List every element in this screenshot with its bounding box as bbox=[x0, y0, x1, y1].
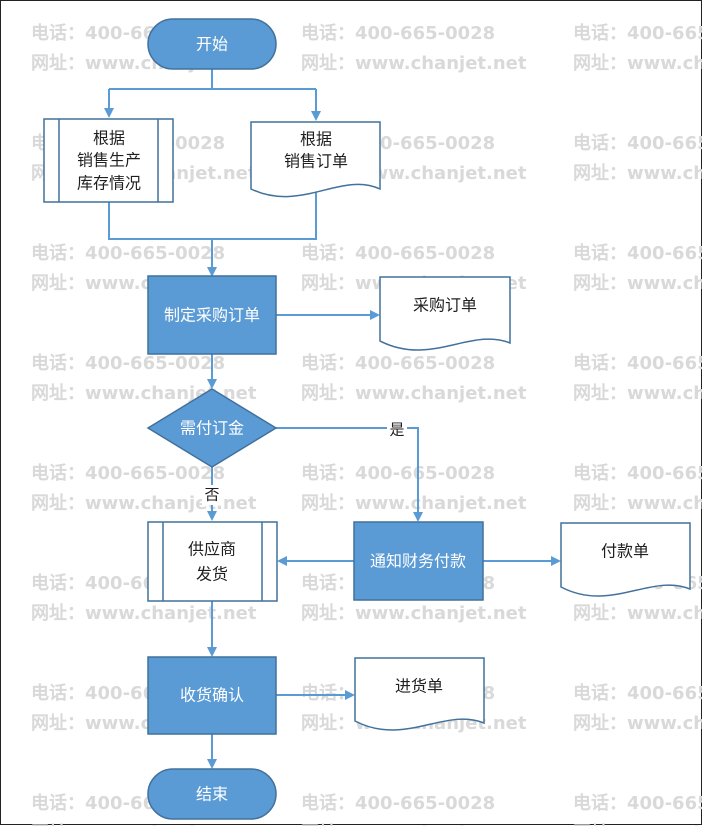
receipt-doc-label: 进货单 bbox=[395, 677, 443, 696]
watermark-url: 网址：www.chanjet.net bbox=[573, 273, 702, 294]
watermark-phone: 电话：400-665-0028 bbox=[573, 352, 702, 374]
watermark-url: 网址：www.chanjet.net bbox=[31, 493, 257, 514]
payment-doc-node[interactable]: 付款单 bbox=[560, 522, 691, 597]
watermark-phone: 电话：400-665-0028 bbox=[573, 682, 702, 704]
source-production-node[interactable]: 根据 销售生产 库存情况 bbox=[43, 118, 174, 203]
watermark-phone: 电话：400-665-0028 bbox=[31, 462, 225, 484]
watermark-phone: 电话：400-665-0028 bbox=[301, 22, 495, 44]
end-node[interactable]: 结束 bbox=[147, 768, 277, 820]
make-po-node[interactable]: 制定采购订单 bbox=[147, 275, 277, 355]
watermark-phone: 电话：400-665-0028 bbox=[573, 462, 702, 484]
watermark-url: 网址：www.chanjet.net bbox=[573, 383, 702, 404]
edge-label-yes: 是 bbox=[389, 421, 404, 439]
need-deposit-decision[interactable]: 需付订金 bbox=[146, 388, 278, 468]
need-deposit-label: 需付订金 bbox=[180, 419, 244, 438]
watermark-url: 网址：www.chanjet.net bbox=[301, 493, 527, 514]
payment-doc-label: 付款单 bbox=[601, 542, 649, 561]
receive-confirm-node[interactable]: 收货确认 bbox=[147, 656, 277, 735]
watermark-url: 网址：www.chanjet.net bbox=[301, 603, 527, 624]
supplier-ship-line1: 供应商 bbox=[188, 540, 236, 559]
watermark-phone: 电话：400-665-0028 bbox=[573, 132, 702, 154]
receipt-doc-node[interactable]: 进货单 bbox=[354, 657, 485, 731]
watermark-phone: 电话：400-665-0028 bbox=[301, 352, 495, 374]
supplier-ship-node[interactable]: 供应商 发货 bbox=[147, 521, 278, 602]
source-sales-line1: 根据 bbox=[300, 130, 332, 149]
watermark-url: 网址：www.chanjet.net bbox=[573, 53, 702, 74]
watermark-url: 网址：www.chanjet.net bbox=[31, 603, 257, 624]
watermark-phone: 电话：400-665-0028 bbox=[301, 462, 495, 484]
watermark-url: 网址：www.chanjet.net bbox=[573, 493, 702, 514]
watermark-phone: 电话：400-665-0028 bbox=[301, 792, 495, 814]
make-po-label: 制定采购订单 bbox=[164, 306, 260, 325]
po-doc-node[interactable]: 采购订单 bbox=[379, 276, 511, 351]
watermark-phone: 电话：400-665-0028 bbox=[573, 22, 702, 44]
watermark-url: 网址：www.chanjet.net bbox=[573, 603, 702, 624]
edge-label-no: 否 bbox=[204, 486, 219, 504]
start-label: 开始 bbox=[196, 35, 228, 54]
edge-production-merge bbox=[108, 202, 212, 240]
watermark-url: 网址：www.chanjet.net bbox=[301, 53, 527, 74]
edge-sales-merge bbox=[212, 189, 317, 240]
notify-finance-label: 通知财务付款 bbox=[370, 552, 466, 571]
receive-confirm-label: 收货确认 bbox=[180, 686, 244, 705]
watermark-phone: 电话：400-665-0028 bbox=[573, 792, 702, 814]
source-sales-line2: 销售订单 bbox=[284, 152, 348, 171]
source-production-line3: 库存情况 bbox=[77, 174, 141, 193]
source-production-line1: 根据 bbox=[93, 129, 125, 148]
watermark-url: 网址：www.chanjet.net bbox=[301, 383, 527, 404]
start-node[interactable]: 开始 bbox=[147, 18, 277, 70]
watermark-phone: 电话：400-665-0028 bbox=[301, 242, 495, 264]
edge-yes bbox=[276, 427, 423, 522]
source-sales-node[interactable]: 根据 销售订单 bbox=[250, 121, 381, 198]
watermark-phone: 电话：400-665-0028 bbox=[31, 242, 225, 264]
notify-finance-node[interactable]: 通知财务付款 bbox=[353, 521, 484, 601]
watermark-url: 网址：www.chanjet.net bbox=[573, 163, 702, 184]
edges bbox=[104, 69, 561, 769]
edge-start-split bbox=[109, 69, 316, 90]
watermark-url: 网址：www.chanjet.net bbox=[573, 713, 702, 734]
po-doc-label: 采购订单 bbox=[413, 296, 477, 315]
end-label: 结束 bbox=[196, 785, 228, 804]
watermark-phone: 电话：400-665-0028 bbox=[31, 352, 225, 374]
watermark-phone: 电话：400-665-0028 bbox=[573, 242, 702, 264]
supplier-ship-line2: 发货 bbox=[196, 565, 228, 584]
source-production-line2: 销售生产 bbox=[77, 151, 141, 170]
